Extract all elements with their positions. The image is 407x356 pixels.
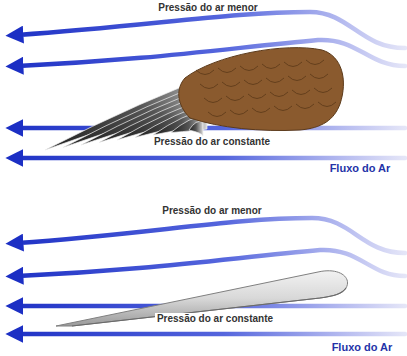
covert-feather	[274, 106, 292, 111]
covert-feather	[292, 90, 310, 95]
airfoil-edge	[72, 288, 346, 326]
flow-line	[18, 332, 405, 337]
flow-label: Fluxo do Ar	[328, 162, 393, 175]
covert-feather	[248, 94, 266, 99]
airfoil	[56, 271, 348, 326]
flow-line	[18, 126, 405, 131]
covert-feather	[204, 98, 222, 103]
pressure-label: Pressão do ar menor	[156, 2, 259, 14]
covert-feather	[288, 76, 306, 81]
covert-feather	[266, 78, 284, 83]
flow-line	[18, 156, 405, 161]
covert-feather	[222, 82, 240, 87]
flow-line	[18, 250, 405, 276]
covert-feather	[296, 104, 314, 109]
primary-feather	[189, 121, 203, 136]
pressure-label: Pressão do ar constante	[155, 313, 275, 325]
covert-feather	[252, 108, 270, 113]
wing-coverts	[179, 48, 344, 131]
covert-feather	[318, 102, 336, 107]
covert-feather	[196, 70, 214, 75]
covert-feather	[314, 88, 332, 93]
covert-feather	[226, 96, 244, 101]
covert-feather	[200, 84, 218, 89]
pressure-label: Pressão do ar menor	[160, 205, 263, 217]
covert-feather	[284, 62, 302, 67]
covert-feather	[306, 60, 324, 65]
flow-line	[18, 40, 405, 66]
covert-feather	[310, 74, 328, 79]
covert-feather	[270, 92, 288, 97]
covert-feather	[262, 64, 280, 69]
covert-feather	[240, 66, 258, 71]
covert-feather	[208, 112, 226, 117]
covert-feather	[244, 80, 262, 85]
covert-feather	[230, 110, 248, 115]
flow-label: Fluxo do Ar	[330, 341, 395, 354]
pressure-label: Pressão do ar constante	[152, 136, 272, 148]
covert-feather	[218, 68, 236, 73]
bird-wing	[45, 48, 343, 150]
flow-line	[18, 218, 405, 253]
